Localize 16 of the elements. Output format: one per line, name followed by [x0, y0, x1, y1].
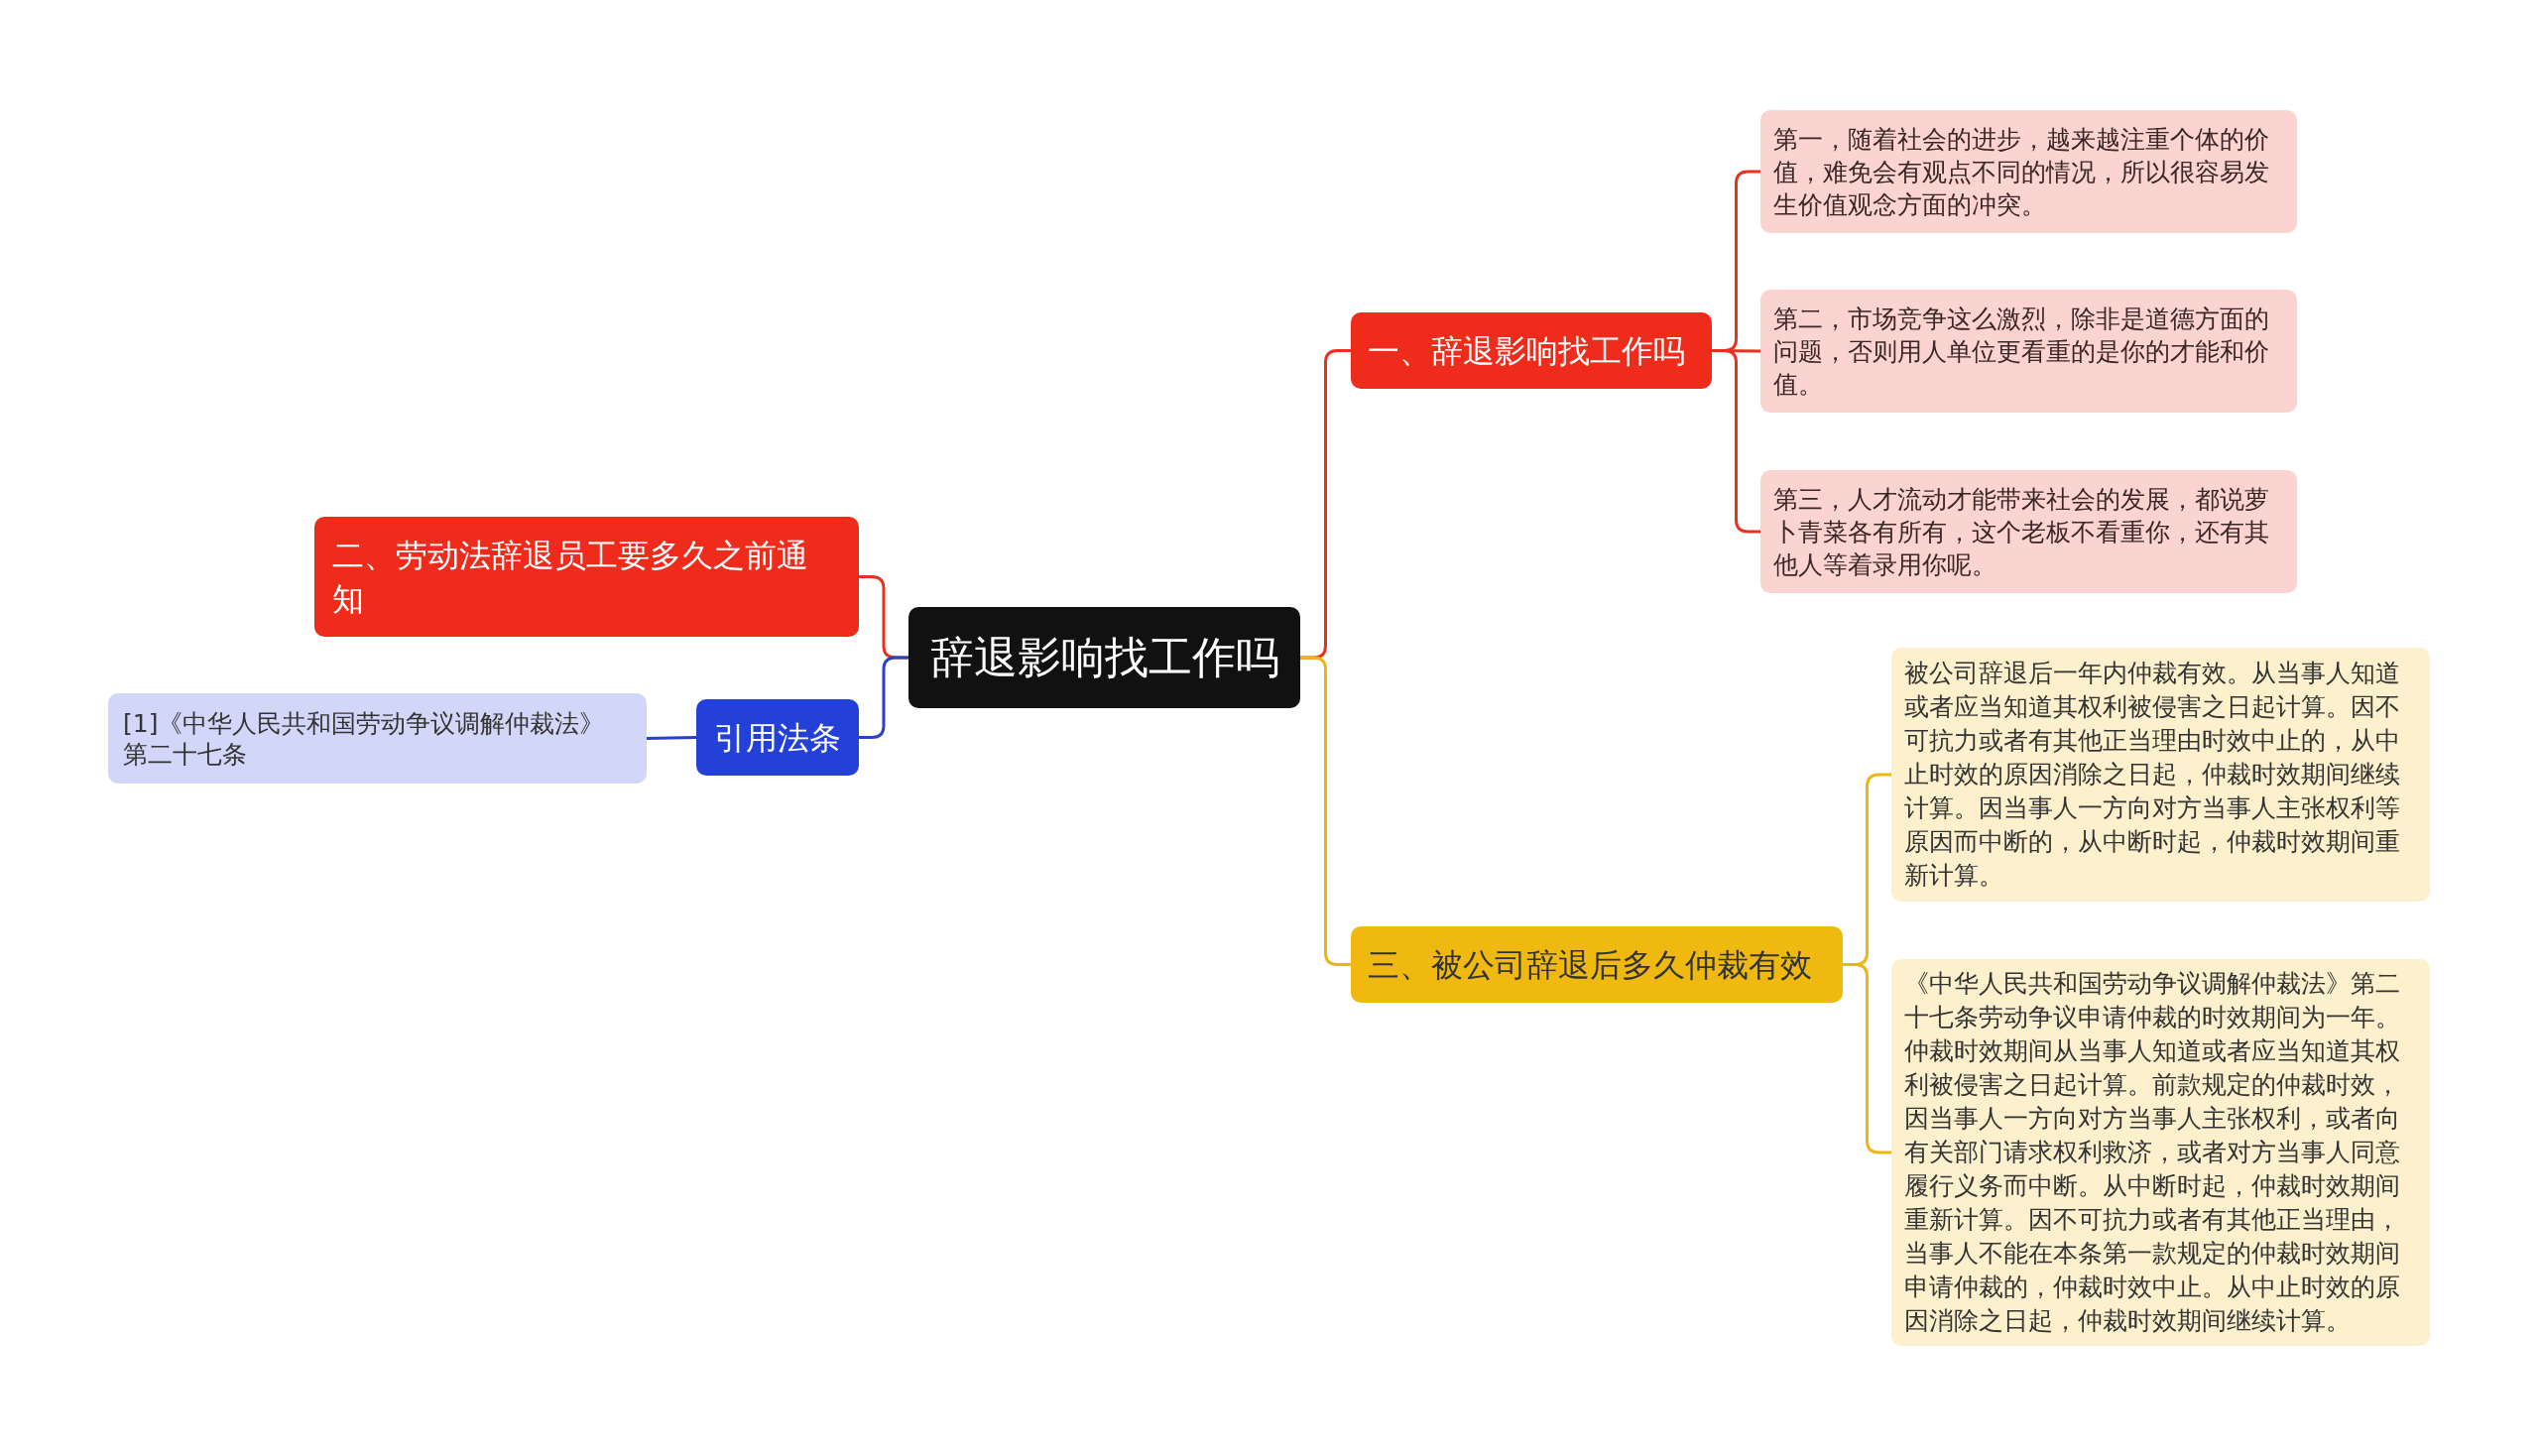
note-box: 《中华人民共和国劳动争议调解仲裁法》第二十七条劳动争议申请仲裁的时效期间为一年。仲裁时效期间从当事人知道或者应当知道其权利被侵害之日起计算。前款规定的仲裁时效，因当事人一方向对方当事人主张权利，或者向有关部门请求权利救济，或者对方当事人同意履行义务而中断。从中断时起，仲裁时效期间重新计算。因不可抗力或者有其他正当理由，当事人不能在本条第一款规定的仲裁时效期间申请仲裁的，仲裁时效中止。从中止时效的原因消除之日起，仲裁时效期间继续计算。	[1891, 959, 2430, 1346]
note-box: 第一，随着社会的进步，越来越注重个体的价值，难免会有观点不同的情况，所以很容易发生价值观念方面的冲突。	[1760, 110, 2297, 233]
note-box: 第二，市场竞争这么激烈，除非是道德方面的问题，否则用人单位更看重的是你的才能和价值。	[1760, 290, 2297, 413]
central-topic-box: 辞退影响找工作吗	[908, 607, 1300, 708]
connector-line	[1712, 349, 1760, 534]
topic-box: 引用法条	[696, 699, 859, 776]
connector-line	[859, 656, 908, 739]
connector-line	[1843, 963, 1891, 1154]
note-box: 被公司辞退后一年内仲裁有效。从当事人知道或者应当知道其权利被侵害之日起计算。因不可抗力或者有其他正当理由时效中止的，从中止时效的原因消除之日起，仲裁时效期间继续计算。因当事人一方向对方当事人主张权利等原因而中断的，从中断时起，仲裁时效期间重新计算。	[1891, 648, 2430, 902]
topic-box: 一、辞退影响找工作吗	[1351, 312, 1712, 389]
connector-line	[646, 736, 697, 740]
connector-line	[1300, 656, 1351, 966]
topic-box: 二、劳动法辞退员工要多久之前通知	[314, 517, 859, 637]
note-box: 第三，人才流动才能带来社会的发展，都说萝卜青菜各有所有，这个老板不看重你，还有其他人等着录用你呢。	[1760, 470, 2297, 593]
note-box: [1]《中华人民共和国劳动争议调解仲裁法》第二十七条	[108, 693, 647, 784]
topic-box: 三、被公司辞退后多久仲裁有效	[1351, 926, 1843, 1003]
